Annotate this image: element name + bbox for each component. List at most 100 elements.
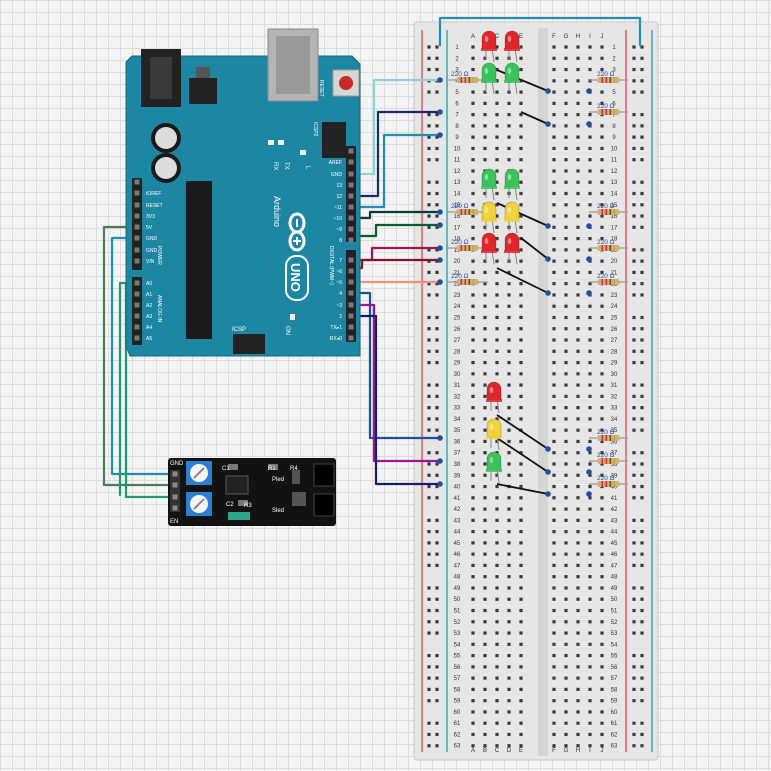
resistor-band <box>601 109 604 115</box>
breadboard-hole <box>483 552 487 556</box>
wire-rail-jumper <box>438 16 642 47</box>
breadboard-hole <box>552 439 556 444</box>
column-letter: H <box>576 748 580 754</box>
rail-hole <box>435 270 439 274</box>
resistor-label: 220 Ω <box>597 203 615 210</box>
breadboard-hole <box>507 270 511 274</box>
breadboard-hole <box>552 473 556 477</box>
row-number-left: 54 <box>454 642 461 648</box>
wire-endpoint <box>586 88 592 94</box>
row-number-right: 17 <box>611 225 618 231</box>
rail-hole <box>427 191 431 196</box>
breadboard-hole <box>519 225 523 229</box>
reset-button-cap[interactable] <box>339 76 353 90</box>
breadboard-hole <box>495 203 499 207</box>
header-pin <box>134 324 140 330</box>
row-number-left: 12 <box>454 169 461 175</box>
sensor-pin <box>172 494 178 500</box>
breadboard-hole <box>564 406 568 410</box>
breadboard-hole <box>519 180 523 184</box>
breadboard-hole <box>471 236 475 241</box>
breadboard-hole <box>552 45 556 49</box>
breadboard-hole <box>483 338 487 342</box>
breadboard-hole <box>600 383 604 387</box>
breadboard-hole <box>600 406 604 410</box>
breadboard-hole <box>495 484 499 489</box>
breadboard-hole <box>564 496 568 500</box>
rail-hole <box>435 732 439 737</box>
breadboard-hole <box>600 349 604 353</box>
breadboard-hole <box>507 124 511 128</box>
breadboard-hole <box>552 338 556 342</box>
breadboard-hole <box>564 169 568 173</box>
wire-endpoint <box>545 491 551 497</box>
rail-hole <box>427 67 431 72</box>
rail-hole <box>427 484 431 489</box>
breadboard-hole <box>507 563 511 568</box>
rail-hole <box>427 462 431 466</box>
breadboard-hole <box>552 575 556 579</box>
breadboard-hole <box>495 631 499 635</box>
rail-hole <box>435 406 439 410</box>
column-letter: H <box>576 34 580 40</box>
breadboard-hole <box>471 135 475 139</box>
breadboard-hole <box>483 721 487 725</box>
leds <box>481 30 520 484</box>
breadboard-hole <box>519 293 523 297</box>
rail-hole <box>427 541 431 545</box>
row-number-left: 14 <box>454 192 461 198</box>
breadboard-hole <box>507 608 511 613</box>
left-analog-header <box>132 277 142 345</box>
breadboard-hole <box>564 349 568 353</box>
header-pin <box>348 182 354 188</box>
rail-hole <box>640 349 644 353</box>
row-number-left: 2 <box>455 56 459 62</box>
rail-hole <box>435 383 439 387</box>
rail-hole <box>632 67 636 72</box>
rail-hole <box>427 428 431 432</box>
rail-hole <box>427 327 431 331</box>
sensor-pins <box>172 471 178 511</box>
breadboard-hole <box>471 349 475 353</box>
led-highlight <box>507 207 512 213</box>
breadboard-hole <box>564 327 568 331</box>
led-highlight <box>507 36 512 42</box>
breadboard-hole <box>576 101 580 105</box>
breadboard-hole <box>576 653 580 658</box>
resistor-band <box>609 209 612 215</box>
rail-hole <box>632 665 636 669</box>
breadboard-hole <box>483 101 487 105</box>
breadboard-hole <box>495 113 499 117</box>
breadboard-hole <box>576 732 580 737</box>
breadboard-hole <box>588 304 592 308</box>
rail-hole <box>427 687 431 691</box>
rail-hole <box>640 394 644 398</box>
rail-hole <box>632 225 636 229</box>
digital-pin-label: ~11 <box>334 205 342 211</box>
breadboard-hole <box>600 214 604 218</box>
rail-hole <box>427 563 431 568</box>
breadboard-hole <box>495 101 499 105</box>
breadboard-hole <box>519 597 523 601</box>
rail-hole <box>427 721 431 725</box>
header-pin <box>134 291 140 297</box>
row-number-left: 37 <box>454 451 461 457</box>
row-number-right: 27 <box>611 338 618 344</box>
rail-hole <box>632 417 636 421</box>
breadboard-hole <box>600 687 604 691</box>
analog-pin-label: A2 <box>146 303 152 309</box>
breadboard-hole <box>588 113 592 117</box>
row-number-right: 53 <box>611 631 618 637</box>
breadboard-hole <box>552 191 556 196</box>
breadboard-hole <box>576 158 580 162</box>
wire-endpoint <box>545 121 551 127</box>
digital-pin-label: ~10 <box>334 216 343 222</box>
breadboard-hole <box>507 631 511 635</box>
column-letter: G <box>564 34 569 40</box>
uno-badge: UNO <box>285 255 309 301</box>
breadboard-hole <box>519 552 523 556</box>
power-pin-label: VIN <box>146 259 155 265</box>
breadboard-hole <box>600 676 604 680</box>
led-body <box>504 30 520 50</box>
jumper-wire <box>496 437 549 473</box>
